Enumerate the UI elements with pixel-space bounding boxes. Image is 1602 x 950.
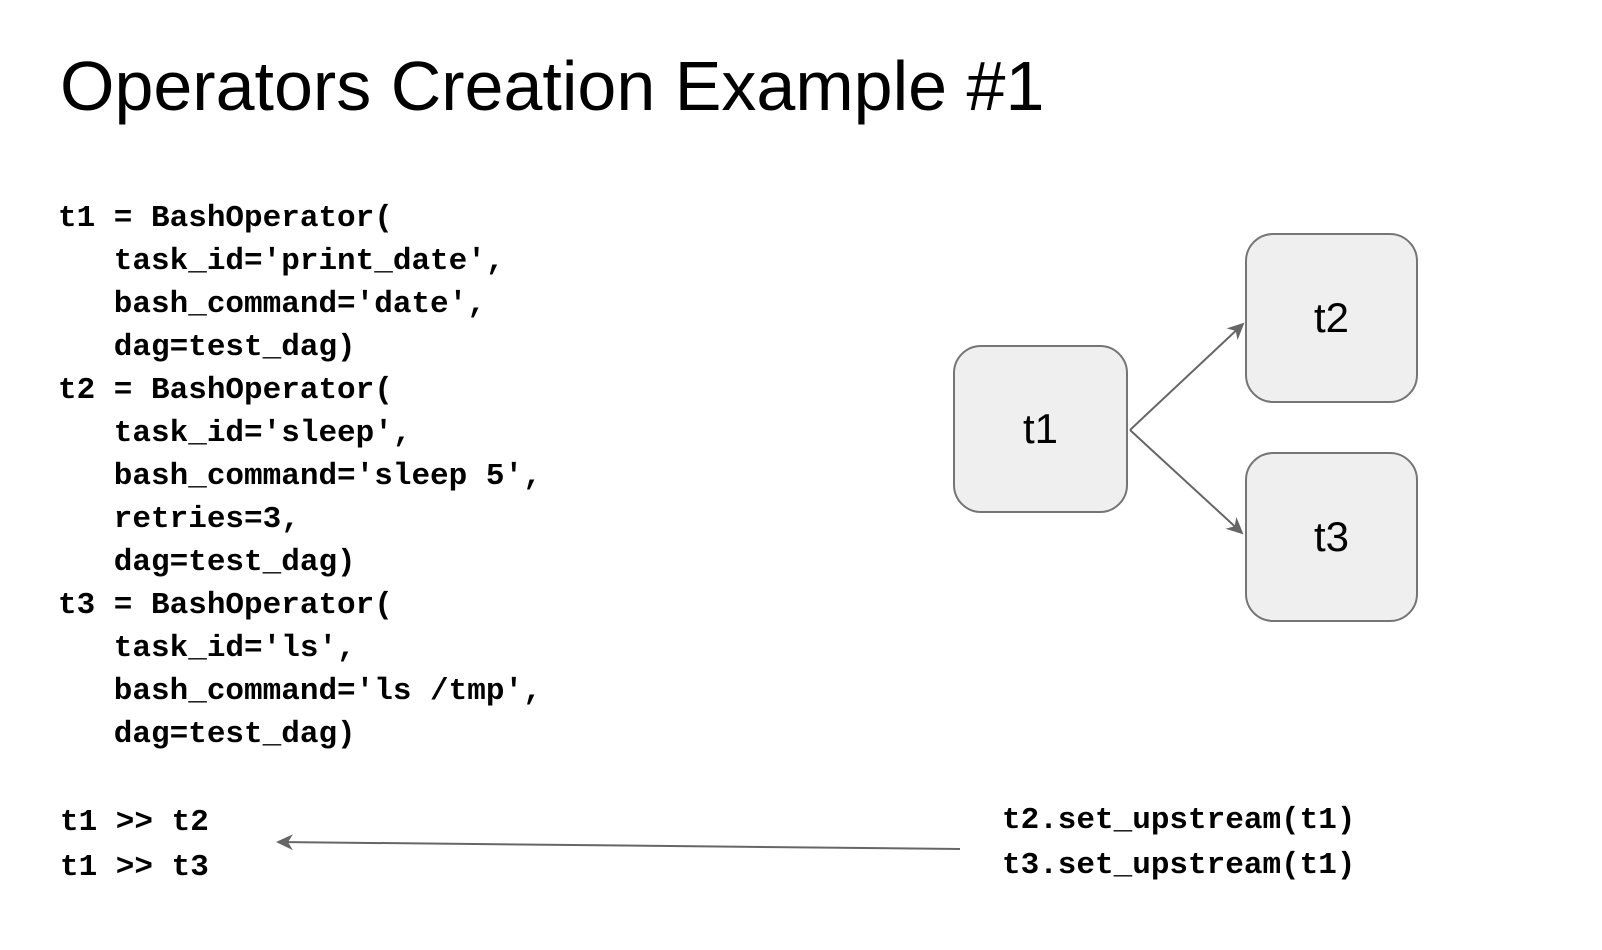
dag-node-t1: t1 [953, 345, 1128, 513]
code-line: t2 = BashOperator( [58, 373, 393, 408]
edge-t1-t2 [1129, 322, 1245, 431]
dag-node-t2: t2 [1245, 233, 1418, 403]
code-block-set-upstream: t2.set_upstream(t1) t3.set_upstream(t1) [1002, 798, 1355, 888]
code-line: task_id='print_date', [58, 244, 505, 279]
code-line: task_id='sleep', [58, 416, 412, 451]
edge-t1-t3 [1129, 429, 1244, 535]
code-line: t3 = BashOperator( [58, 588, 393, 623]
code-line: retries=3, [58, 502, 300, 537]
code-line: t3.set_upstream(t1) [1002, 848, 1356, 883]
dag-node-t2-label: t2 [1313, 294, 1350, 341]
code-line: bash_command='ls /tmp', [58, 674, 542, 709]
code-block-bitshift-chain: t1 >> t2 t1 >> t3 [60, 800, 209, 890]
dag-node-t1-label: t1 [1022, 405, 1059, 452]
code-line: bash_command='sleep 5', [58, 459, 542, 494]
code-line: dag=test_dag) [58, 717, 356, 752]
code-block-operators: t1 = BashOperator( task_id='print_date',… [58, 197, 542, 756]
code-line: t1 = BashOperator( [58, 201, 393, 236]
slide-title: Operators Creation Example #1 [60, 47, 1045, 125]
dag-node-t3: t3 [1245, 452, 1418, 622]
code-line: t1 >> t3 [60, 850, 209, 885]
code-line: bash_command='date', [58, 287, 486, 322]
code-line: t1 >> t2 [60, 805, 209, 840]
dag-node-t3-label: t3 [1313, 513, 1350, 560]
code-line: t2.set_upstream(t1) [1002, 803, 1356, 838]
code-line: task_id='ls', [58, 631, 356, 666]
code-line: dag=test_dag) [58, 545, 356, 580]
equivalence-arrow [276, 834, 961, 851]
code-line: dag=test_dag) [58, 330, 356, 365]
